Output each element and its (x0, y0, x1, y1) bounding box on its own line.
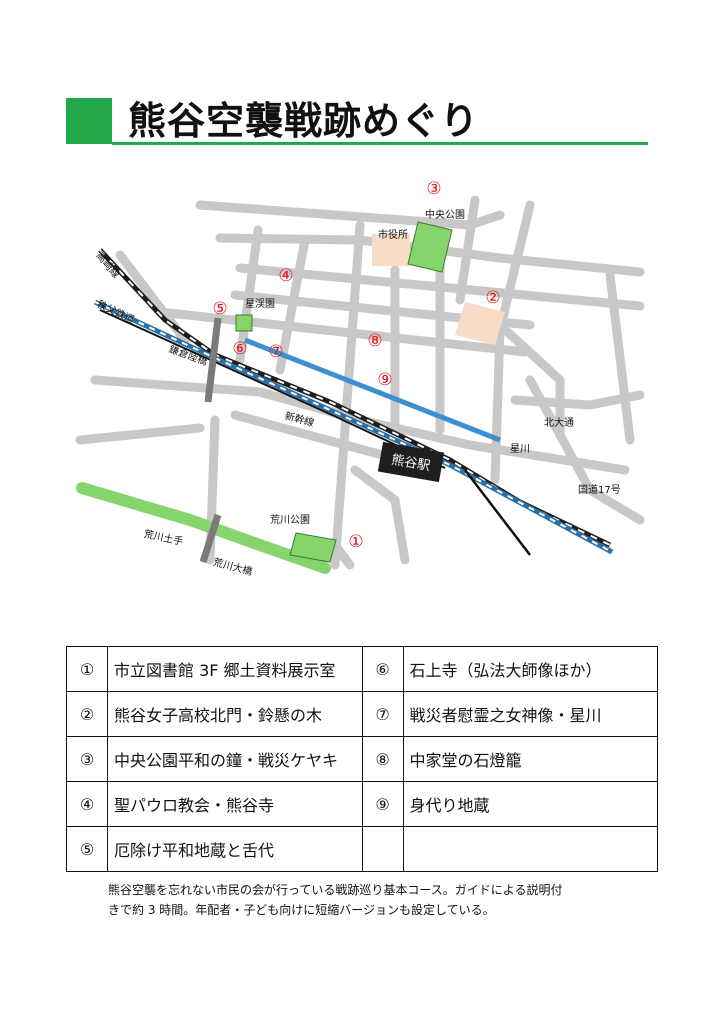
marker-4: ④ (278, 266, 293, 286)
road (330, 540, 355, 570)
caption: 熊谷空襲を忘れない市民の会が行っている戦跡巡り基本コース。ガイドによる説明付 き… (108, 880, 628, 920)
site-number: ② (66, 691, 108, 737)
site-number: ④ (66, 781, 108, 827)
table-row: ① 市立図書館 3F 郷土資料展示室 ⑥ 石上寺（弘法大師像ほか） (66, 646, 658, 692)
table-row: ⑤ 厄除け平和地蔵と舌代 (66, 826, 658, 872)
table-row: ② 熊谷女子高校北門・鈴懸の木 ⑦ 戦災者慰霊之女神像・星川 (66, 691, 658, 737)
marker-6: ⑥ (232, 339, 247, 359)
kumagaya-station: 熊谷駅 (377, 441, 445, 483)
label-route17: 国道17号 (578, 483, 621, 496)
marker-7: ⑦ (268, 342, 283, 362)
site-name: 中家堂の石燈籠 (402, 736, 658, 782)
road (455, 195, 480, 305)
marker-2: ② (485, 288, 500, 308)
caption-line: きで約 3 時間。年配者・子ども向けに短縮バージョンも設定している。 (108, 903, 495, 917)
label-kita-odori: 北大通 (544, 416, 574, 429)
site-name: 中央公園平和の鐘・戦災ケヤキ (107, 736, 363, 782)
title-underline (112, 142, 648, 145)
central-park (407, 221, 453, 273)
road (605, 270, 635, 445)
arakawa-bridge (199, 513, 222, 564)
page-header: 熊谷空襲戦跡めぐり (66, 98, 648, 146)
title-accent-block (66, 98, 112, 144)
site-name: 石上寺（弘法大師像ほか） (402, 646, 658, 692)
label-central-park: 中央公園 (425, 208, 465, 221)
site-name: 厄除け平和地蔵と舌代 (107, 826, 363, 872)
road (75, 423, 205, 445)
road (525, 375, 645, 525)
site-name: 熊谷女子高校北門・鈴懸の木 (107, 691, 363, 737)
site-number: ⑨ (361, 781, 404, 827)
site-name: 戦災者慰霊之女神像・星川 (402, 691, 658, 737)
city-hall-area (372, 234, 410, 266)
label-hoshikawa: 星川 (510, 443, 530, 455)
chichibu-railway-line (99, 309, 446, 469)
road (90, 375, 630, 475)
girls-school-area (455, 302, 505, 345)
station-box (377, 441, 445, 483)
site-name: 市立図書館 3F 郷土資料展示室 (107, 646, 363, 692)
label-city-hall: 市役所 (378, 228, 408, 241)
empty-cell (402, 826, 658, 872)
marker-1: ① (348, 532, 363, 552)
road (275, 235, 310, 375)
road (330, 220, 365, 570)
arakawa-park (289, 532, 337, 563)
site-name: 身代り地蔵 (402, 781, 658, 827)
route-map: 熊谷駅 市役所 中央公園 星渓園 高崎線 秩父鉄道 鎌倉陸橋 新幹線 星川 北大… (75, 179, 645, 578)
table-row: ③ 中央公園平和の鐘・戦災ケヤキ ⑧ 中家堂の石燈籠 (66, 736, 658, 782)
site-number: ③ (66, 736, 108, 782)
label-arakawa-park: 荒川公園 (270, 514, 310, 526)
site-number: ⑥ (361, 646, 404, 692)
marker-9: ⑨ (377, 370, 392, 390)
road (495, 320, 565, 440)
shinkansen-line-dash (94, 301, 613, 553)
label-arakawa-bridge: 荒川大橋 (212, 555, 254, 578)
label-hoshikei-en: 星渓園 (245, 298, 275, 310)
site-number: ⑤ (66, 826, 108, 872)
site-number: ⑧ (361, 736, 404, 782)
arakawa-levee-band (76, 482, 331, 574)
road (235, 225, 263, 365)
site-number: ① (66, 646, 108, 692)
branch-line (464, 469, 531, 556)
hoshikawa-river (244, 337, 501, 443)
caption-line: 熊谷空襲を忘れない市民の会が行っている戦跡巡り基本コース。ガイドによる説明付 (108, 883, 563, 897)
hoshikei-en-park (235, 314, 253, 332)
marker-3: ③ (426, 179, 441, 199)
road (350, 465, 410, 565)
site-name: 聖パウロ教会・熊谷寺 (107, 781, 363, 827)
site-list-table: ① 市立図書館 3F 郷土資料展示室 ⑥ 石上寺（弘法大師像ほか） ② 熊谷女子… (66, 646, 658, 872)
label-chichibu-railway: 秩父鉄道 (95, 297, 137, 326)
kamakura-bridge (204, 317, 222, 403)
table-row: ④ 聖パウロ教会・熊谷寺 ⑨ 身代り地蔵 (66, 781, 658, 827)
station-label: 熊谷駅 (390, 452, 431, 475)
empty-cell (361, 826, 404, 872)
marker-5: ⑤ (212, 299, 227, 319)
label-arakawa-levee: 荒川土手 (143, 527, 185, 548)
site-number: ⑦ (361, 691, 404, 737)
page-title: 熊谷空襲戦跡めぐり (128, 99, 480, 143)
marker-8: ⑧ (367, 331, 382, 351)
